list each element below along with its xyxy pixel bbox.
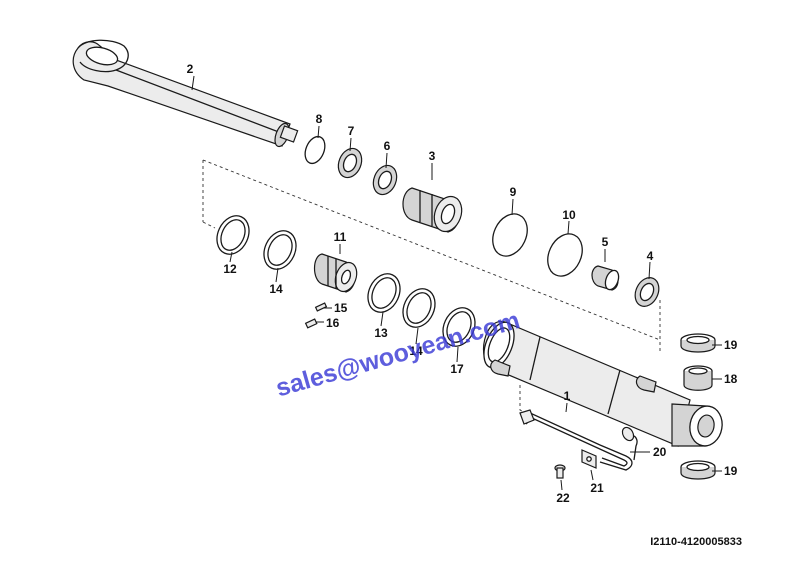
cylinder-tube [483, 321, 723, 447]
bushing-19-top [680, 333, 716, 353]
callout-3: 3 [429, 149, 436, 163]
ring-14b [402, 288, 436, 328]
callout-15: 15 [334, 301, 348, 315]
ring-17 [442, 307, 476, 347]
piston-11 [313, 253, 358, 293]
callout-12: 12 [223, 262, 237, 276]
clamp [581, 449, 597, 469]
callout-17: 17 [450, 362, 464, 376]
set-screw-16 [304, 318, 318, 329]
wiper-6 [372, 164, 398, 196]
callout-1: 1 [564, 389, 571, 403]
ring-14a [263, 230, 297, 270]
callout-18: 18 [724, 372, 738, 386]
callout-19-bottom: 19 [724, 464, 738, 478]
callout-4: 4 [647, 249, 654, 263]
callout-14-second: 14 [409, 344, 423, 358]
drawing-code: I2110-4120005833 [650, 536, 742, 548]
cylinder-head-3 [402, 187, 463, 233]
leader-lines [191, 75, 722, 491]
seal-7 [337, 147, 363, 179]
callout-20: 20 [653, 445, 667, 459]
callout-7: 7 [348, 124, 355, 138]
callout-13: 13 [374, 326, 388, 340]
bushing-18 [683, 365, 713, 391]
bushing-5 [591, 265, 620, 291]
backup-ring-9 [492, 213, 528, 257]
callout-6: 6 [384, 139, 391, 153]
hydraulic-pipe [519, 409, 638, 471]
callout-9: 9 [510, 185, 517, 199]
callout-14-first: 14 [269, 282, 283, 296]
callout-21: 21 [590, 481, 604, 495]
o-ring-10 [547, 233, 583, 277]
callout-22: 22 [556, 491, 570, 505]
pin-15 [314, 302, 328, 312]
callout-19-top: 19 [724, 338, 738, 352]
callout-16: 16 [326, 316, 340, 330]
bolt [554, 464, 566, 479]
callout-10: 10 [562, 208, 576, 222]
ring-12 [216, 215, 250, 255]
piston-rod [72, 39, 299, 148]
callout-2: 2 [187, 62, 194, 76]
seal-13 [367, 273, 401, 313]
ring-4 [634, 277, 660, 307]
callout-5: 5 [602, 235, 609, 249]
o-ring-8 [304, 135, 326, 165]
bushing-19-bottom [680, 460, 716, 480]
callout-11: 11 [334, 230, 347, 244]
callout-8: 8 [316, 112, 323, 126]
